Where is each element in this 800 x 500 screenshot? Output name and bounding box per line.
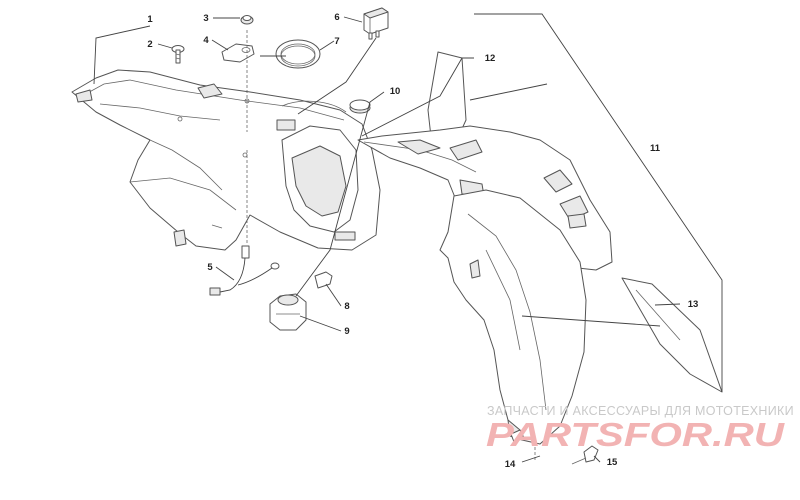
clip-nut [314,271,333,289]
callout-6: 6 [334,12,339,23]
leader-lines [93,13,723,463]
callout-3: 3 [203,13,208,24]
callout-8: 8 [344,301,349,312]
bolt [171,45,185,64]
callout-5: 5 [207,262,213,273]
clip [510,429,525,443]
callout-2: 2 [147,39,152,50]
callout-12: 12 [485,53,496,64]
watermark-subtitle: ЗАПЧАСТИ И АКСЕССУАРЫ ДЛЯ МОТОТЕХНИКИ [487,404,794,418]
callout-1: 1 [147,14,153,25]
bracket-clip [221,43,255,63]
side-panel-assembly [357,51,613,445]
callout-11: 11 [650,143,661,154]
ignition-switch [269,293,307,331]
callout-15: 15 [607,457,618,468]
callout-14: 14 [505,459,516,470]
watermark-logo: PARTSFOR.RU [486,416,785,453]
callout-4: 4 [203,35,209,46]
callout-13: 13 [688,299,699,310]
wiring-harness [209,245,280,296]
plug-cap [349,99,371,114]
screw [571,445,599,465]
bezel-ring [275,39,321,69]
grommet [240,15,254,25]
hood-panel [71,69,381,251]
callout-10: 10 [390,86,401,97]
watermark-logo-text: PARTSFOR.RU [486,416,785,453]
callout-7: 7 [334,36,339,47]
rocker-switch [363,7,389,40]
side-flap [621,277,723,393]
callout-9: 9 [344,326,349,337]
